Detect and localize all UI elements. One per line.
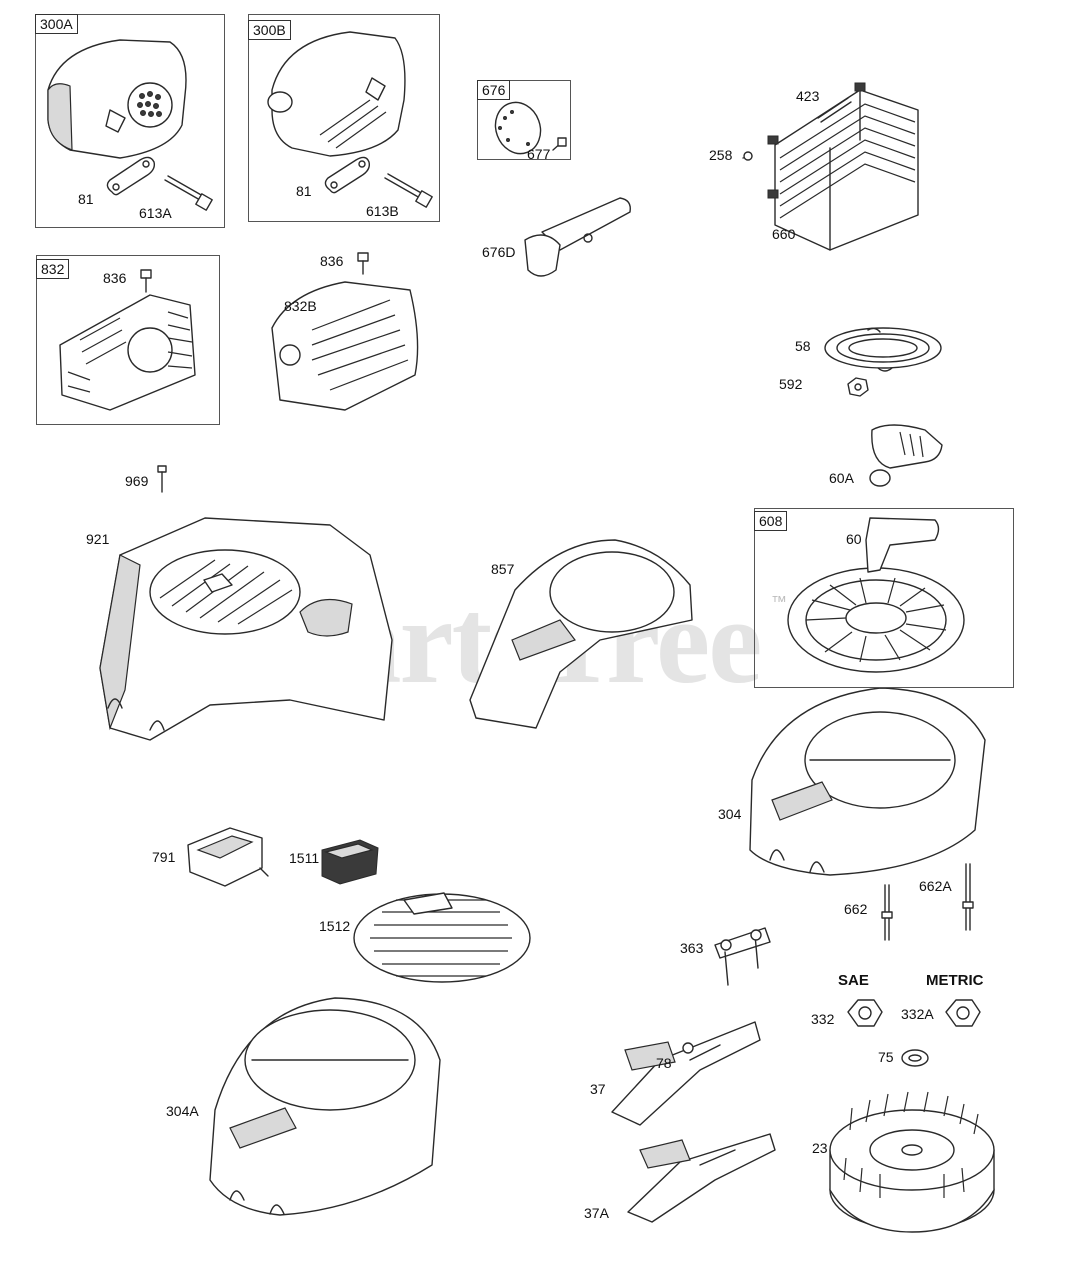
part-660-screen [767, 82, 919, 251]
callout-23: 23 [812, 1140, 828, 1156]
part-676-deflector [494, 101, 542, 155]
callout-677: 677 [527, 146, 551, 162]
part-677-screw [552, 137, 567, 151]
callout-836-a: 836 [103, 270, 127, 286]
callout-363: 363 [680, 940, 704, 956]
callout-81-a: 81 [78, 191, 94, 207]
callout-969: 969 [125, 473, 149, 489]
part-921-blower-housing [99, 517, 393, 741]
part-60A-handle [869, 424, 943, 487]
part-608-starter [787, 517, 965, 673]
group-label-608: 608 [754, 511, 788, 531]
part-613A-bolt [164, 175, 213, 211]
part-363-bracket [714, 927, 771, 986]
part-592-nut [847, 377, 869, 397]
part-662-stud [881, 884, 893, 941]
callout-676D: 676D [482, 244, 516, 260]
frame-300B [248, 14, 440, 222]
part-332-nut [847, 999, 883, 1027]
callout-423: 423 [796, 88, 820, 104]
callout-660: 660 [772, 226, 796, 242]
group-label-676: 676 [477, 80, 511, 100]
part-969-screw [157, 465, 167, 493]
watermark-tm: ™ [771, 594, 787, 611]
part-857-baffle [469, 539, 693, 729]
part-836-screw-b [357, 252, 369, 275]
part-37A-armature [627, 1133, 776, 1223]
part-1511-module [321, 839, 379, 885]
part-676D-tube [524, 197, 631, 277]
part-662A-stud [962, 863, 974, 931]
frame-608 [754, 508, 1014, 688]
part-78-screw [682, 1042, 694, 1054]
callout-81-b: 81 [296, 183, 312, 199]
frame-300A [35, 14, 225, 228]
part-258-screw [742, 151, 753, 161]
part-58-spring [824, 327, 942, 372]
callout-304: 304 [718, 806, 742, 822]
callout-592: 592 [779, 376, 803, 392]
callout-304A: 304A [166, 1103, 199, 1119]
group-label-832: 832 [36, 259, 70, 279]
part-423-pin [817, 97, 852, 123]
part-23-flywheel [829, 1091, 995, 1233]
part-832-guard [59, 294, 196, 411]
callout-75: 75 [878, 1049, 894, 1065]
callout-791: 791 [152, 849, 176, 865]
callout-1512: 1512 [319, 918, 351, 934]
part-300A-muffler [47, 39, 187, 159]
callout-58: 58 [795, 338, 811, 354]
part-791-control [187, 827, 269, 887]
label-sae: SAE [838, 972, 869, 989]
callout-37: 37 [590, 1081, 606, 1097]
frame-832 [36, 255, 220, 425]
part-1512-cover [353, 892, 531, 983]
callout-37A: 37A [584, 1205, 609, 1221]
callout-613A: 613A [139, 205, 172, 221]
callout-832B: 832B [284, 298, 317, 314]
group-label-300B: 300B [248, 20, 291, 40]
part-75-washer [901, 1049, 929, 1067]
part-300B-muffler [267, 31, 406, 157]
part-304-blower-housing [749, 687, 986, 876]
callout-662A: 662A [919, 878, 952, 894]
part-832B-guard [271, 281, 419, 411]
frame-676 [477, 80, 571, 160]
callout-60: 60 [846, 531, 862, 547]
callout-258: 258 [709, 147, 733, 163]
part-613B-bolt [384, 173, 433, 208]
callout-332A: 332A [901, 1006, 934, 1022]
part-81-gasket-b [324, 156, 371, 194]
callout-60A: 60A [829, 470, 854, 486]
part-37-armature [611, 1021, 761, 1126]
callout-332: 332 [811, 1011, 835, 1027]
label-metric: METRIC [926, 972, 984, 989]
group-label-300A: 300A [35, 14, 78, 34]
callout-921: 921 [86, 531, 110, 547]
part-304A-blower-housing [209, 997, 441, 1216]
callout-662: 662 [844, 901, 868, 917]
part-836-screw-a [140, 269, 152, 293]
part-81-gasket-a [106, 156, 156, 196]
callout-78: 78 [656, 1055, 672, 1071]
callout-1511: 1511 [289, 850, 320, 866]
part-332A-nut [945, 999, 981, 1027]
callout-836-b: 836 [320, 253, 344, 269]
callout-857: 857 [491, 561, 515, 577]
callout-613B: 613B [366, 203, 399, 219]
